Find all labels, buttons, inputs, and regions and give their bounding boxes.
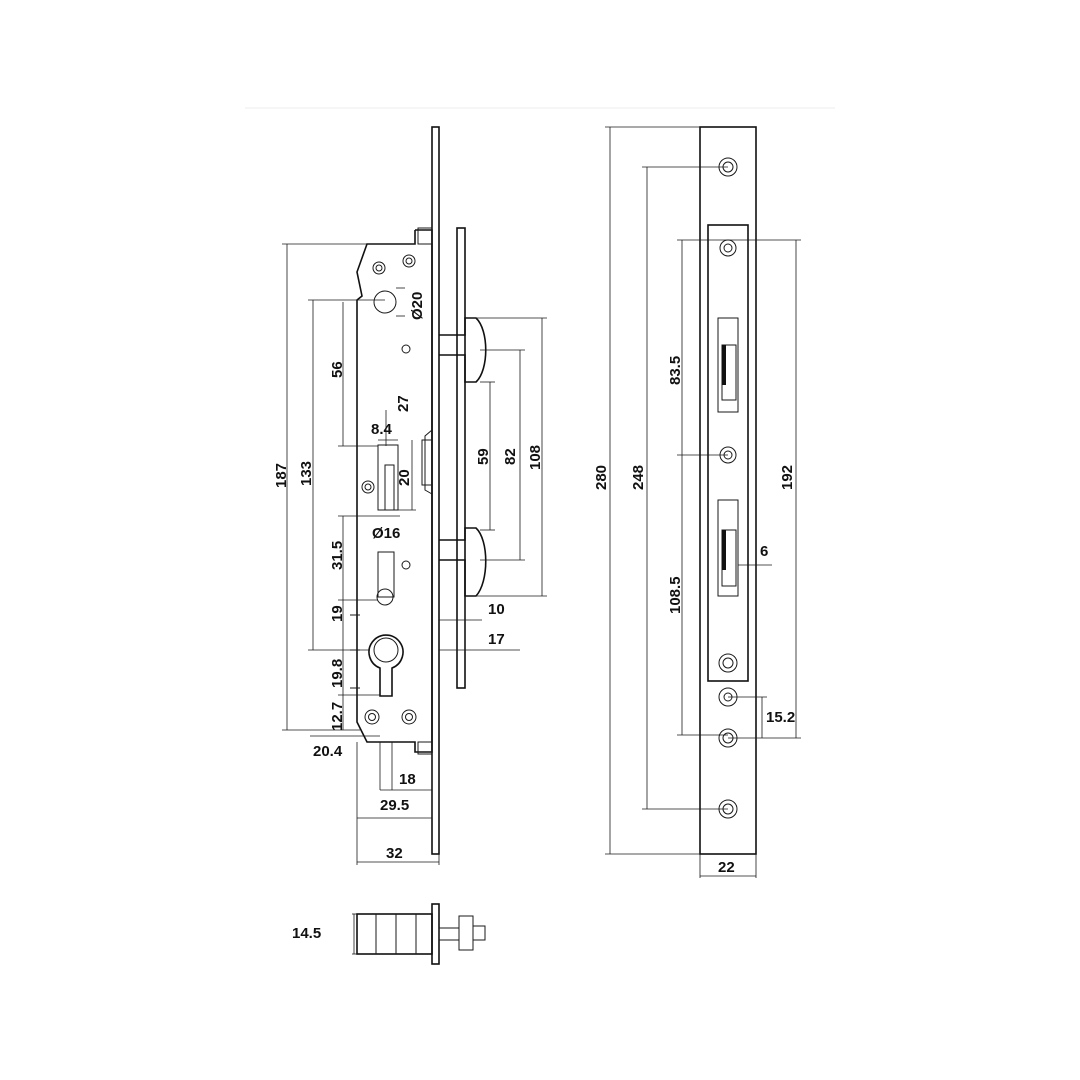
dim-20-4: 20.4 xyxy=(313,743,343,760)
dim-83-5: 83.5 xyxy=(667,356,684,385)
bottom-view: 14.5 xyxy=(292,903,486,965)
latch xyxy=(421,439,432,486)
dim-32: 32 xyxy=(386,845,403,862)
dim-27: 27 xyxy=(395,395,412,412)
side-faceplate xyxy=(431,126,440,855)
dim-d16: Ø16 xyxy=(372,525,400,542)
dim-6: 6 xyxy=(760,543,768,560)
front-upper-bolt xyxy=(717,317,739,413)
follower-square xyxy=(377,444,399,511)
dim-12-7: 12.7 xyxy=(329,702,346,731)
dim-59: 59 xyxy=(475,448,492,465)
dim-8-4: 8.4 xyxy=(371,421,393,438)
lower-hook-bolt xyxy=(439,527,487,597)
front-view: 280 248 83.5 192 6 108.5 15.2 22 xyxy=(593,126,801,878)
dim-19-8: 19.8 xyxy=(329,659,346,688)
dim-22: 22 xyxy=(718,859,735,876)
front-case xyxy=(707,224,749,682)
slot xyxy=(377,551,395,598)
dim-14-5: 14.5 xyxy=(292,925,321,942)
dim-10: 10 xyxy=(488,601,505,618)
side-dimensions xyxy=(282,243,547,865)
dim-108: 108 xyxy=(527,445,544,470)
dim-29-5: 29.5 xyxy=(380,797,409,814)
dim-56: 56 xyxy=(329,361,346,378)
dim-248: 248 xyxy=(630,465,647,490)
hole-d16 xyxy=(376,588,394,606)
front-screws xyxy=(718,157,738,819)
dim-19: 19 xyxy=(329,605,346,622)
dim-17: 17 xyxy=(488,631,505,648)
hole-d20 xyxy=(373,290,397,314)
dim-31-5: 31.5 xyxy=(329,541,346,570)
bottom-bolt xyxy=(438,927,460,941)
bottom-faceplate xyxy=(431,903,440,965)
dim-d20: Ø20 xyxy=(409,292,426,320)
side-strike-plate xyxy=(456,227,466,689)
upper-hook-bolt xyxy=(439,317,487,383)
front-dimensions xyxy=(605,126,801,878)
dim-192: 192 xyxy=(779,465,796,490)
dim-133: 133 xyxy=(298,461,315,486)
dim-15-2: 15.2 xyxy=(766,709,795,726)
dim-20: 20 xyxy=(396,469,413,486)
dim-108-5: 108.5 xyxy=(667,576,684,614)
dim-280: 280 xyxy=(593,465,610,490)
cylinder-profile xyxy=(368,634,404,697)
follower-inner xyxy=(384,464,395,511)
front-lower-bolt xyxy=(717,499,739,597)
dim-82: 82 xyxy=(502,448,519,465)
dim-187: 187 xyxy=(273,463,290,488)
bottom-body xyxy=(356,913,433,955)
case-screws xyxy=(361,254,417,725)
dim-18: 18 xyxy=(399,771,416,788)
side-view: Ø20 56 27 8.4 20 187 133 Ø16 31.5 19 19.… xyxy=(273,126,547,865)
front-faceplate xyxy=(699,126,757,855)
